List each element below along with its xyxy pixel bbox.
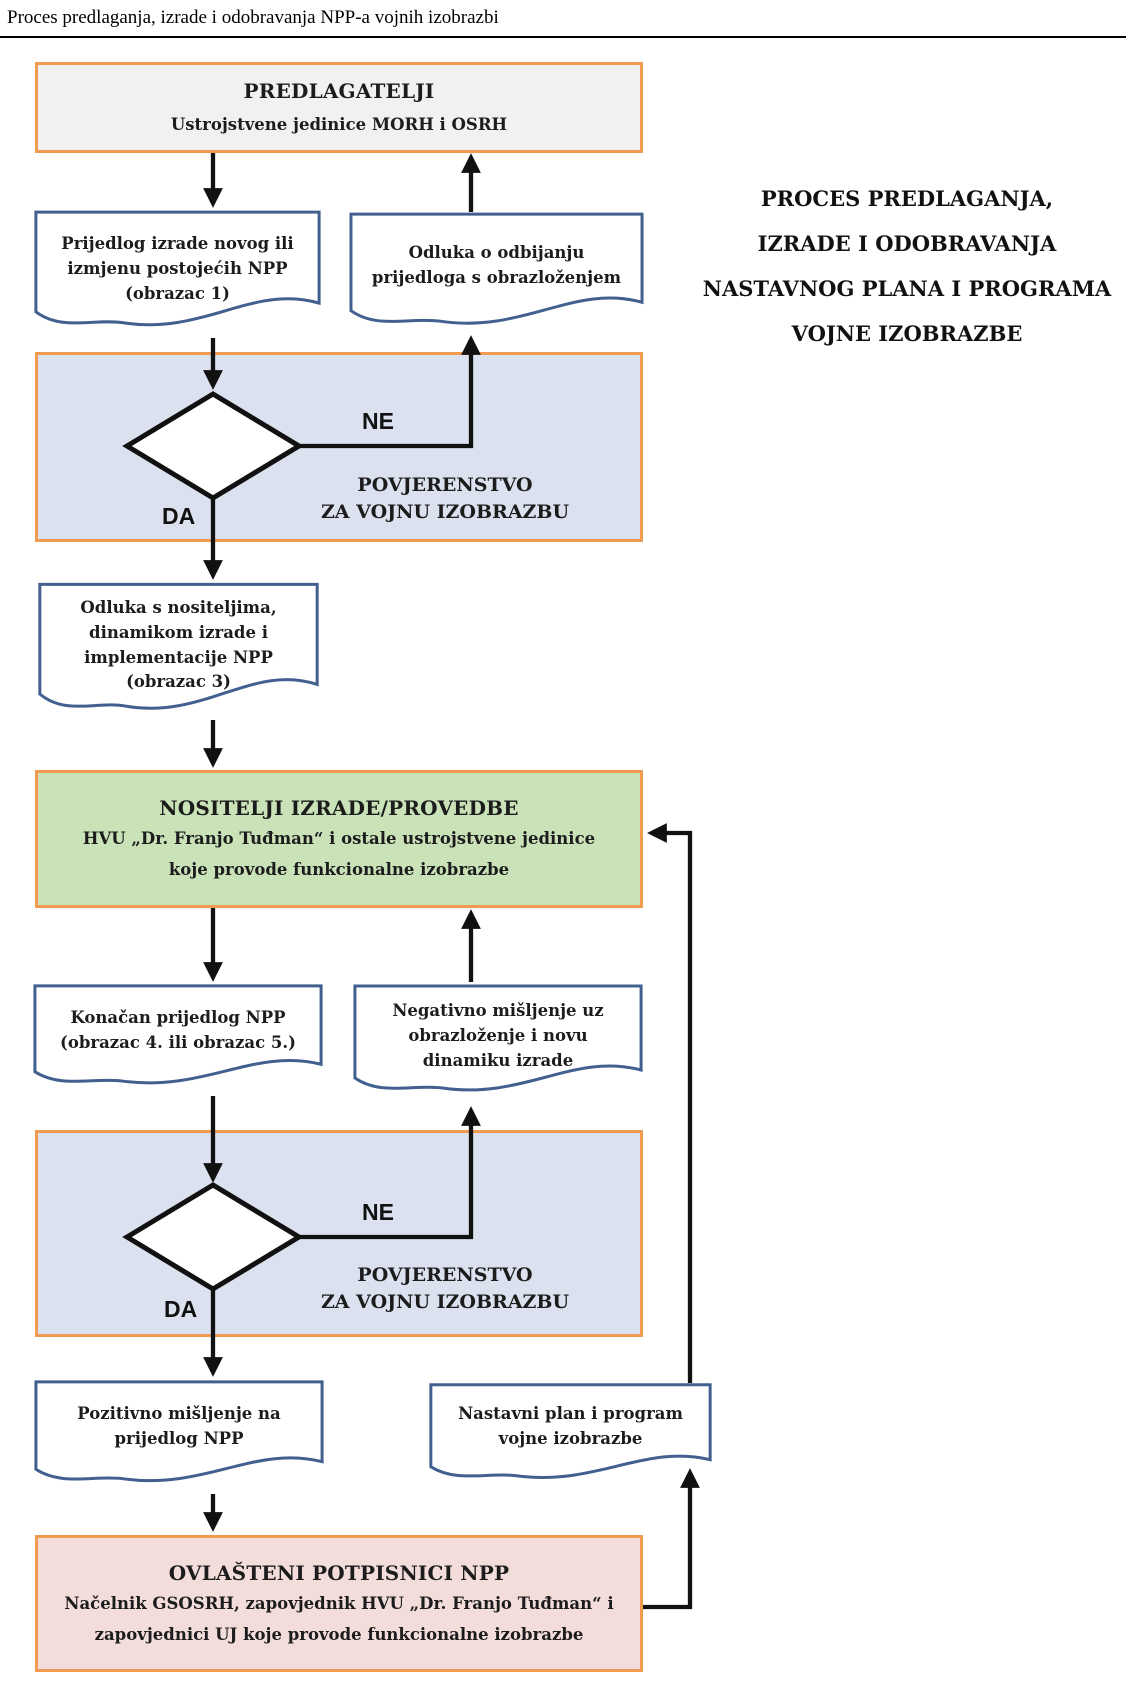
proposers-box: PREDLAGATELJI Ustrojstvene jedinice MORH… <box>35 62 643 153</box>
committee-caption-2: POVJERENSTVO ZA VOJNU IZOBRAZBU <box>255 1262 635 1316</box>
document-prijedlog-izrade: Prijedlog izrade novog ili izmjenu posto… <box>33 210 322 340</box>
signatories-box: OVLAŠTENI POTPISNICI NPP Načelnik GSOSRH… <box>35 1535 643 1672</box>
decision1-yes-label: DA <box>162 503 196 529</box>
process-side-title: PROCES PREDLAGANJA, IZRADE I ODOBRAVANJA… <box>695 176 1119 356</box>
document-line: izmjenu postojećih NPP <box>67 258 288 278</box>
decision2-no-label: NE <box>362 1199 394 1225</box>
side-title-line: VOJNE IZOBRAZBE <box>791 321 1023 346</box>
decision2-yes-label: DA <box>164 1296 198 1322</box>
document-line: Pozitivno mišljenje na <box>77 1404 281 1423</box>
signatories-subtitle-line: Načelnik GSOSRH, zapovjednik HVU „Dr. Fr… <box>64 1593 614 1613</box>
document-pozitivno-misljenje: Pozitivno mišljenje na prijedlog NPP <box>33 1380 325 1494</box>
document-line: (obrazac 4. ili obrazac 5.) <box>60 1032 296 1052</box>
document-shape <box>32 984 324 1096</box>
document-line: Nastavni plan i program <box>458 1404 683 1423</box>
document-shape <box>37 582 320 725</box>
committee-caption-1: POVJERENSTVO ZA VOJNU IZOBRAZBU <box>255 472 635 526</box>
document-line: dinamikom izrade i <box>89 622 268 642</box>
document-shape <box>352 984 644 1104</box>
header-divider <box>0 36 1126 38</box>
implementers-subtitle-line: HVU „Dr. Franjo Tuđman“ i ostale ustrojs… <box>82 829 596 849</box>
committee-caption-line: POVJERENSTVO <box>357 1264 533 1286</box>
document-line: Negativno mišljenje uz <box>392 1001 604 1020</box>
side-title-line: PROCES PREDLAGANJA, <box>760 186 1054 211</box>
proposers-title: PREDLAGATELJI <box>243 78 435 103</box>
document-shape <box>428 1383 713 1490</box>
committee-caption-line: ZA VOJNU IZOBRAZBU <box>320 501 570 523</box>
edge-nastavni-to-nositelji <box>647 823 693 1383</box>
document-line: prijedlog NPP <box>114 1428 244 1448</box>
document-shape <box>348 212 645 338</box>
committee-caption-line: POVJERENSTVO <box>357 474 533 496</box>
document-konacan-prijedlog: Konačan prijedlog NPP (obrazac 4. ili ob… <box>32 984 324 1096</box>
side-title-line: IZRADE I ODOBRAVANJA <box>757 231 1057 256</box>
document-line: Prijedlog izrade novog ili <box>61 234 294 253</box>
implementers-title: NOSITELJI IZRADE/PROVEDBE <box>159 796 519 821</box>
side-title-line: NASTAVNOG PLANA I PROGRAMA <box>702 276 1112 301</box>
document-line: (obrazac 3) <box>126 672 231 692</box>
document-line: obrazloženje i novu <box>408 1025 588 1045</box>
document-line: (obrazac 1) <box>125 283 230 303</box>
document-negativno-misljenje: Negativno mišljenje uz obrazloženje i no… <box>352 984 644 1104</box>
document-line: dinamiku izrade <box>422 1050 574 1070</box>
document-nastavni-plan: Nastavni plan i program vojne izobrazbe <box>428 1383 713 1490</box>
document-odluka-o-odbijanju: Odluka o odbijanju prijedloga s obrazlož… <box>348 212 645 338</box>
proposers-subtitle: Ustrojstvene jedinice MORH i OSRH <box>170 114 508 134</box>
decision1-no-label: NE <box>362 408 394 434</box>
page-title: Proces predlaganja, izrade i odobravanja… <box>7 7 499 28</box>
document-line: Konačan prijedlog NPP <box>70 1008 286 1027</box>
document-line: vojne izobrazbe <box>498 1428 643 1448</box>
document-line: implementacije NPP <box>84 647 273 667</box>
implementers-box: NOSITELJI IZRADE/PROVEDBE HVU „Dr. Franj… <box>35 770 643 908</box>
signatories-subtitle-line: zapovjednici UJ koje provode funkcionaln… <box>94 1624 584 1644</box>
document-odluka-s-nositeljima: Odluka s nositeljima, dinamikom izrade i… <box>37 582 320 725</box>
document-line: Odluka s nositeljima, <box>80 598 277 617</box>
signatories-title: OVLAŠTENI POTPISNICI NPP <box>168 1560 510 1585</box>
document-line: prijedloga s obrazloženjem <box>371 267 622 287</box>
implementers-subtitle-line: koje provode funkcionalne izobrazbe <box>168 860 510 879</box>
document-shape <box>33 1380 325 1494</box>
edge-potpisnici-to-nastavni <box>643 1468 700 1610</box>
document-line: Odluka o odbijanju <box>408 243 585 262</box>
document-shape <box>33 210 322 340</box>
committee-caption-line: ZA VOJNU IZOBRAZBU <box>320 1291 570 1313</box>
